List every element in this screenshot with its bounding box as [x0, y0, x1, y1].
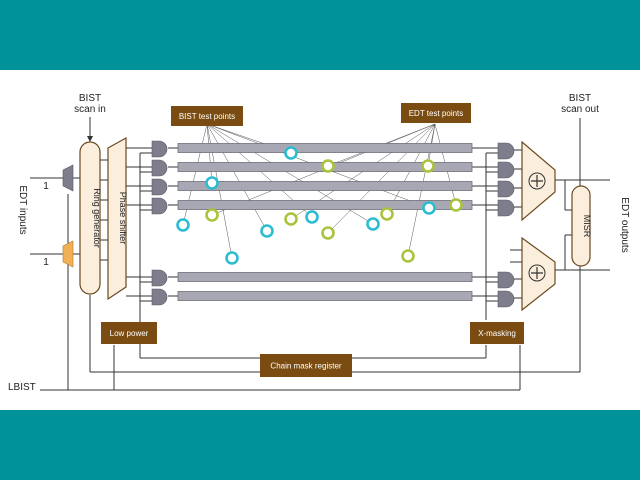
compactors: [521, 140, 556, 312]
chain-mask-register-box: [260, 354, 352, 377]
and-gate-icon: [151, 269, 168, 287]
ring-icon: [305, 210, 319, 224]
ring-icon: [176, 218, 190, 232]
x-masking-box: [470, 322, 524, 344]
ring-generator-label: Ring generator: [92, 188, 102, 248]
label-boxes: BIST test points EDT test points Low pow…: [101, 103, 524, 377]
and-gate-icon: [151, 197, 168, 215]
edt-input-buffer: [62, 240, 74, 268]
ring-icon: [421, 159, 435, 173]
ring-icon: [284, 212, 298, 226]
edt-test-points-box: [401, 103, 471, 123]
and-gate-icon: [151, 178, 168, 196]
output-gates: [497, 142, 515, 308]
and-gate-icon: [497, 199, 515, 217]
input-one-label: 1: [43, 257, 49, 268]
edt-outputs-label: EDT outputs: [619, 197, 630, 252]
ring-icon: [321, 159, 335, 173]
and-gate-icon: [497, 142, 515, 160]
ring-generator-block: [79, 141, 101, 295]
edt-test-points-label: EDT test points: [409, 109, 464, 118]
x-masking-label: X-masking: [478, 329, 516, 338]
bist-scan-in-line2: scan in: [74, 104, 106, 115]
ring-icon: [205, 208, 219, 222]
chain-mask-register-label: Chain mask register: [270, 362, 341, 371]
input-buffers: [62, 164, 74, 268]
scan-chain: [177, 200, 473, 210]
ring-icon: [401, 249, 415, 263]
xor-plus-icon: [531, 175, 543, 187]
scan-chain: [177, 291, 473, 301]
top-band: [0, 0, 640, 70]
ring-icon: [205, 176, 219, 190]
bist-scan-in-line1: BIST: [79, 93, 101, 104]
bottom-band: [0, 410, 640, 480]
low-power-box: [101, 322, 157, 344]
misr-label: MISR: [582, 215, 592, 238]
bist-test-points-box: [171, 106, 243, 126]
scan-chain: [177, 272, 473, 282]
ring-icon: [449, 198, 463, 212]
and-gate-icon: [151, 288, 168, 306]
wires: [30, 117, 610, 391]
and-gate-icon: [151, 140, 168, 158]
and-gate-icon: [497, 161, 515, 179]
and-gate-icon: [497, 271, 515, 289]
ring-icon: [422, 201, 436, 215]
bist-test-points-label: BIST test points: [179, 112, 235, 121]
ring-icon: [225, 251, 239, 265]
phase-shifter-block: [107, 136, 127, 301]
low-power-label: Low power: [110, 329, 149, 338]
and-gate-icon: [151, 159, 168, 177]
ring-icon: [366, 217, 380, 231]
and-gate-icon: [497, 290, 515, 308]
edt-inputs-label: EDT inputs: [17, 185, 28, 234]
phase-shifter-label: Phase shifter: [118, 192, 128, 245]
input-gates: [151, 140, 168, 306]
bist-scan-out-line2: scan out: [561, 104, 599, 115]
bist-scan-out-line1: BIST: [569, 93, 591, 104]
scan-chain: [177, 181, 473, 191]
edt-input-buffer: [62, 164, 74, 192]
ring-icon: [260, 224, 274, 238]
ring-icon: [380, 207, 394, 221]
and-gate-icon: [497, 180, 515, 198]
test-points: [176, 146, 463, 265]
scan-chain: [177, 143, 473, 153]
ring-icon: [321, 226, 335, 240]
ring-icon: [284, 146, 298, 160]
input-one-label: 1: [43, 181, 49, 192]
lbist-label: LBIST: [8, 382, 36, 393]
misr-block: [571, 185, 591, 267]
xor-plus-icon: [531, 267, 543, 279]
